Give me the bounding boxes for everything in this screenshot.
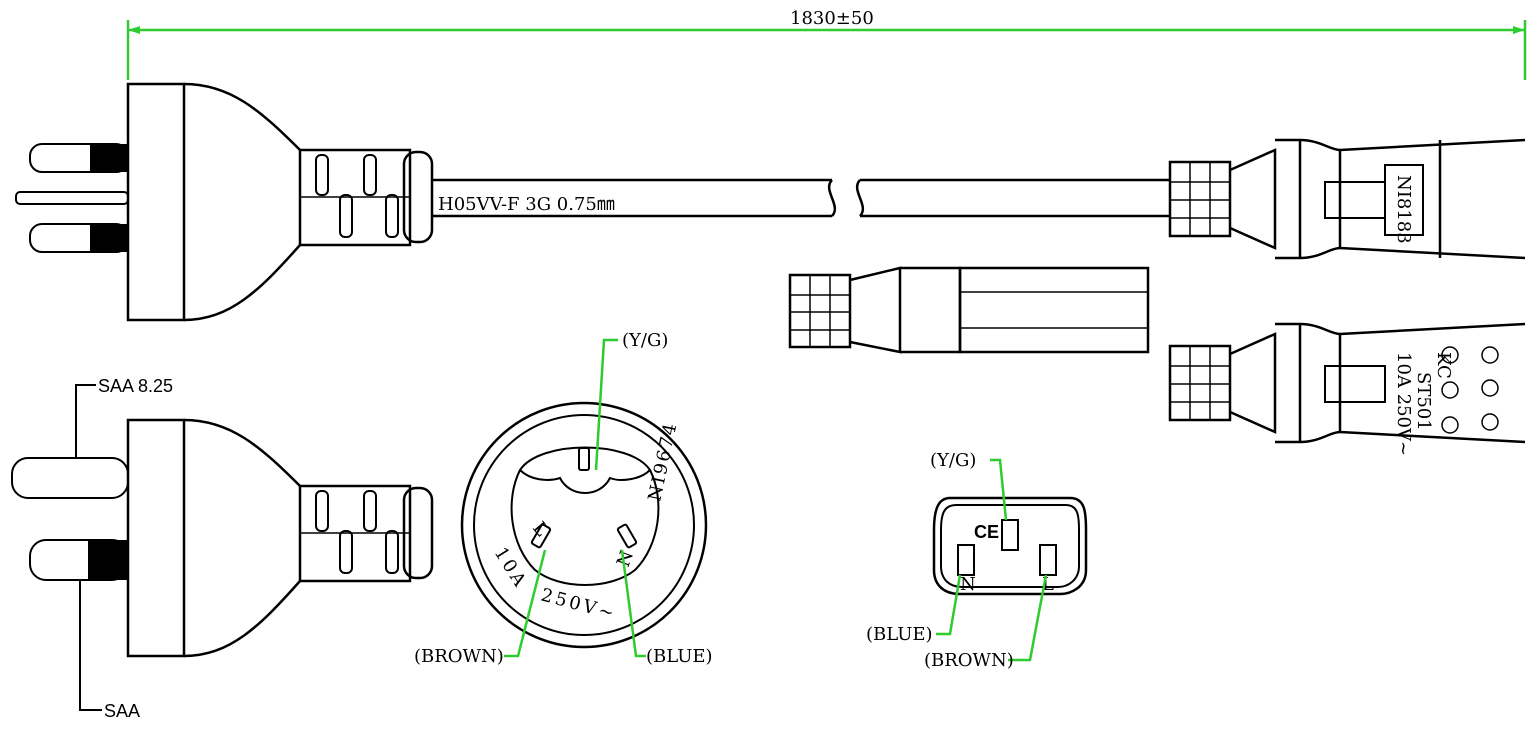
connector-bottom-kc: KC — [1433, 352, 1454, 379]
plug-top-side-view — [15, 82, 434, 322]
plug-face-model: NI9674 — [644, 420, 681, 503]
connector-bottom: 10A 250V~ ST501 KC — [1168, 322, 1526, 456]
plug-face-pin-n: N — [613, 548, 638, 570]
label-saa: SAA — [104, 701, 140, 721]
connector-face-pin-n: N — [960, 574, 976, 595]
connector-top: NI8183 — [1168, 138, 1526, 260]
dimension-label: 1830±50 — [790, 8, 874, 29]
connector-face-live-label: (BROWN) — [924, 650, 1014, 671]
plug-face-live-label: (BROWN) — [414, 646, 504, 667]
connector-top-model: NI8183 — [1393, 175, 1414, 244]
label-saa-825: SAA 8.25 — [98, 376, 173, 396]
connector-bottom-rating: 10A 250V~ — [1393, 352, 1414, 456]
plug-face: L N 10A 250V~ NI9674 (Y/G) (BROWN) (BLUE… — [414, 330, 713, 667]
connector-middle — [788, 266, 1150, 354]
cable-spec: H05VV-F 3G 0.75㎜ — [438, 194, 615, 215]
plug-face-pin-l: L — [528, 518, 552, 541]
plug-bottom-side-view: SAA 8.25 SAA — [11, 376, 434, 721]
connector-face-neutral-label: (BLUE) — [866, 624, 933, 645]
connector-face-ground-label: (Y/G) — [930, 450, 976, 471]
connector-face: CE N L (Y/G) (BLUE) (BROWN) — [866, 450, 1088, 671]
ce-mark: CE — [974, 522, 999, 542]
plug-face-neutral-label: (BLUE) — [646, 646, 713, 667]
plug-face-ground-label: (Y/G) — [622, 330, 668, 351]
dimension-line: 1830±50 — [126, 8, 1527, 80]
connector-bottom-code: ST501 — [1413, 372, 1434, 431]
plug-face-voltage: 250V~ — [539, 585, 619, 625]
plug-face-current: 10A — [490, 544, 532, 593]
cable: H05VV-F 3G 0.75㎜ — [432, 178, 1170, 218]
